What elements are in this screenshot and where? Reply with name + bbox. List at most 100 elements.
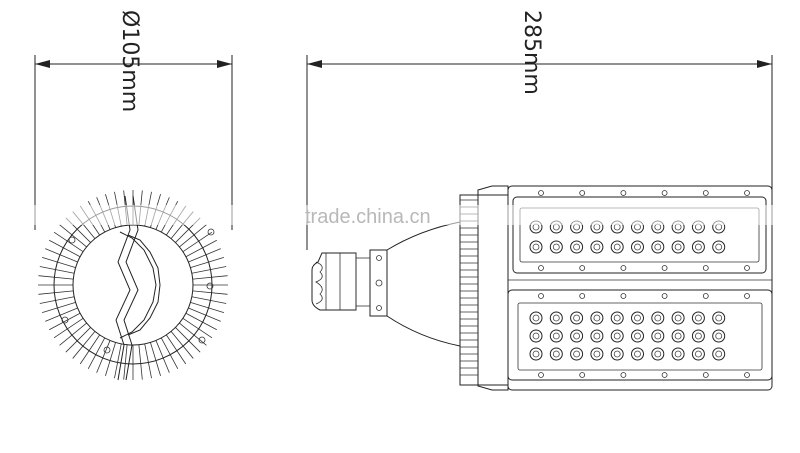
heatsink-fin [38, 275, 74, 280]
heatsink-fin [138, 344, 143, 380]
heatsink-fin [170, 331, 194, 359]
right-dimension-label: 285mm [519, 10, 544, 95]
mount-hole [538, 293, 544, 299]
led [651, 311, 665, 325]
heatsink-fin [166, 334, 187, 365]
led [529, 347, 543, 361]
led [691, 240, 705, 254]
led [712, 347, 726, 361]
heatsink-fin [53, 231, 84, 252]
heatsink-fin [49, 239, 81, 258]
mount-hole [702, 293, 709, 299]
heatsink-fin [192, 275, 228, 280]
mount-hole [538, 190, 544, 196]
led [590, 347, 604, 361]
heatsink-fin [191, 266, 227, 274]
led-module-bottom [507, 289, 773, 381]
led [691, 311, 705, 325]
heatsink-fin [53, 318, 84, 339]
mount-hole [744, 372, 750, 378]
mount-hole [620, 372, 627, 378]
heatsink-fin [179, 322, 207, 346]
mount-hole [620, 293, 627, 299]
led [570, 240, 584, 254]
heatsink-fin [59, 224, 87, 248]
mount-hole [661, 265, 668, 271]
led [651, 347, 665, 361]
screw-base [311, 249, 388, 317]
led [529, 311, 543, 325]
led [691, 347, 705, 361]
heatsink-fin [182, 231, 213, 252]
led [610, 329, 624, 343]
mount-hole [744, 265, 750, 271]
led [549, 311, 563, 325]
heatsink-fin [179, 224, 207, 248]
led [651, 240, 665, 254]
lamp-side-view [311, 185, 773, 391]
led [590, 329, 604, 343]
mount-hole [620, 190, 627, 196]
led [529, 240, 543, 254]
led [631, 240, 644, 254]
led [712, 329, 726, 343]
mount-hole [702, 372, 709, 378]
led [671, 347, 685, 361]
heatsink-fin [38, 290, 74, 295]
mount-hole [702, 190, 709, 196]
mount-hole [661, 190, 668, 196]
led [671, 329, 685, 343]
led [610, 347, 624, 361]
heatsink-fin [41, 302, 76, 313]
watermark: trade.china.cn [20, 205, 800, 228]
led-module-top [512, 190, 767, 274]
led [549, 240, 563, 254]
heatsink-fin [123, 344, 128, 380]
heatsink-fin [160, 337, 179, 369]
mount-hole [579, 372, 586, 378]
left-dimension-label: Ø105mm [117, 10, 142, 112]
led [570, 347, 584, 361]
led [570, 311, 584, 325]
mount-hole [538, 265, 544, 271]
led [610, 311, 624, 325]
heatsink-fin [87, 337, 106, 369]
heatsink-fin [39, 266, 75, 274]
led [671, 240, 685, 254]
mount-hole [702, 265, 709, 271]
heatsink-fin [65, 327, 91, 353]
heatsink-fin [188, 248, 221, 263]
heatsink-fin [150, 342, 161, 377]
heatsink-fin [190, 302, 225, 313]
heatsink-fin [144, 343, 152, 379]
mount-hole [579, 293, 586, 299]
led [631, 311, 644, 325]
heatsink-fin [188, 307, 221, 322]
led [590, 311, 604, 325]
led [529, 329, 543, 343]
led [631, 329, 644, 343]
heatsink-fin [96, 340, 111, 373]
heatsink-fin [105, 342, 116, 377]
heatsink-fin [192, 290, 228, 295]
heatsink-fin [41, 257, 76, 268]
led [610, 240, 624, 254]
led [671, 311, 685, 325]
heatsink-fin [79, 334, 100, 365]
left-dimension: Ø105mm [34, 10, 233, 230]
led [651, 329, 665, 343]
heatsink-fin [45, 307, 78, 322]
heatsink-fin [155, 340, 170, 373]
led [712, 311, 726, 325]
led [691, 329, 705, 343]
heatsink-fin [49, 312, 81, 331]
led [712, 240, 726, 254]
heatsink-fin [190, 257, 225, 268]
led [549, 347, 563, 361]
heatsink-fin [185, 312, 217, 331]
led [631, 347, 644, 361]
heatsink-fin [39, 296, 75, 304]
led [570, 329, 584, 343]
watermark-text: trade.china.cn [305, 206, 431, 228]
